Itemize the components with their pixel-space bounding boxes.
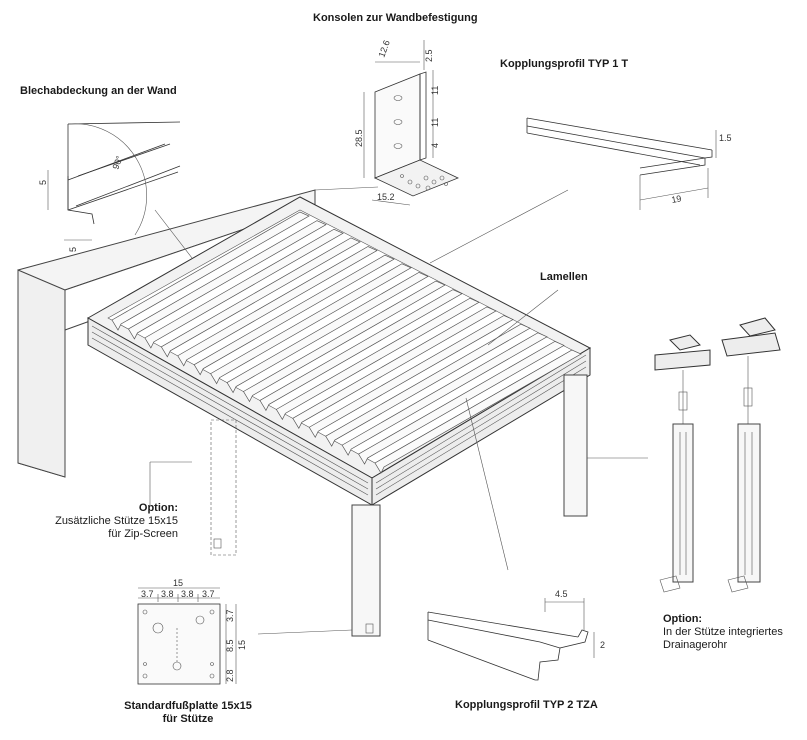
option-right: Option: In der Stütze integriertes Drain… bbox=[663, 613, 783, 652]
label-fussplatte: Standardfußplatte 15x15 für Stütze bbox=[108, 700, 268, 726]
option-left-title: Option: bbox=[138, 502, 178, 514]
lamelle-slat bbox=[111, 211, 310, 331]
dimension-labels: 12.6 2.5 11 11 4 28.5 15.2 5 5 90° 1.5 1… bbox=[38, 39, 732, 682]
label-lamellen: Lamellen bbox=[540, 271, 588, 283]
dim-bracket-h2: 11 bbox=[430, 118, 440, 127]
lamelle-slat bbox=[177, 246, 378, 367]
dim-plate-side-total: 15 bbox=[237, 640, 247, 650]
lamellen-slats bbox=[111, 211, 582, 474]
label-konsolen: Konsolen zur Wandbefestigung bbox=[313, 12, 478, 24]
bracket-detail bbox=[363, 40, 459, 206]
lamelle-slat bbox=[160, 237, 361, 358]
lamelle-slat bbox=[127, 220, 327, 340]
dim-plate-side-a: 3.7 bbox=[225, 609, 235, 622]
lamelle-slat bbox=[292, 306, 497, 430]
dim-plate-c: 3.8 bbox=[181, 589, 194, 599]
dim-blech-b: 5 bbox=[68, 247, 78, 252]
drainage-posts bbox=[654, 317, 781, 593]
lamelle-slat bbox=[226, 271, 429, 394]
dim-bracket-base: 15.2 bbox=[377, 192, 395, 202]
dim-plate-b: 3.8 bbox=[161, 589, 174, 599]
lamelle-slat bbox=[210, 263, 412, 385]
dim-bracket-thickness: 2.5 bbox=[424, 49, 434, 62]
dim-typ1-width: 19 bbox=[671, 193, 683, 205]
lamelle-slat bbox=[259, 289, 463, 412]
lamelle-slat bbox=[358, 340, 565, 465]
leader-lines bbox=[149, 186, 648, 635]
dim-typ1-height: 1.5 bbox=[719, 133, 732, 143]
blech-detail bbox=[47, 121, 181, 241]
dim-typ2-width: 4.5 bbox=[555, 589, 568, 599]
dim-blech-angle: 90° bbox=[110, 154, 124, 171]
lamelle-slat bbox=[325, 323, 531, 447]
typ2-profile bbox=[427, 598, 595, 681]
label-blech: Blechabdeckung an der Wand bbox=[20, 85, 177, 97]
dim-bracket-height: 28.5 bbox=[354, 129, 364, 147]
lamelle-slat bbox=[193, 254, 395, 376]
lamelle-slat bbox=[243, 280, 446, 403]
dim-plate-side-b: 8.5 bbox=[225, 639, 235, 652]
dim-typ2-height: 2 bbox=[600, 640, 605, 650]
posts bbox=[210, 374, 588, 637]
dim-plate-a: 3.7 bbox=[141, 589, 154, 599]
dim-bracket-width: 12.6 bbox=[376, 39, 391, 59]
lamelle-slat bbox=[144, 228, 344, 349]
lamelle-slat bbox=[341, 332, 548, 456]
option-right-title: Option: bbox=[663, 613, 703, 625]
label-fussplatte-line2: für Stütze bbox=[162, 713, 214, 725]
option-left: Option: Zusätzliche Stütze 15x15 für Zip… bbox=[38, 502, 178, 541]
option-right-line2: Drainagerohr bbox=[663, 639, 728, 651]
lamelle-slat bbox=[374, 349, 582, 474]
lamelle-slat bbox=[308, 315, 514, 438]
dim-plate-side-c: 2.8 bbox=[225, 669, 235, 682]
label-fussplatte-line1: Standardfußplatte 15x15 bbox=[124, 700, 252, 712]
option-right-line1: In der Stütze integriertes bbox=[663, 626, 783, 638]
foot-plate bbox=[137, 587, 237, 685]
lamelle-slat bbox=[275, 297, 480, 421]
option-left-line2: für Zip-Screen bbox=[108, 528, 178, 540]
dim-bracket-h1: 11 bbox=[430, 86, 440, 95]
dim-plate-total: 15 bbox=[173, 578, 183, 588]
dim-blech-a: 5 bbox=[38, 180, 48, 185]
dim-bracket-h3: 4 bbox=[430, 143, 440, 148]
label-kopplung2: Kopplungsprofil TYP 2 TZA bbox=[455, 699, 598, 711]
typ1-profile bbox=[526, 117, 717, 210]
option-left-line1: Zusätzliche Stütze 15x15 bbox=[55, 515, 178, 527]
dim-plate-d: 3.7 bbox=[202, 589, 215, 599]
label-kopplung1: Kopplungsprofil TYP 1 T bbox=[500, 58, 629, 70]
